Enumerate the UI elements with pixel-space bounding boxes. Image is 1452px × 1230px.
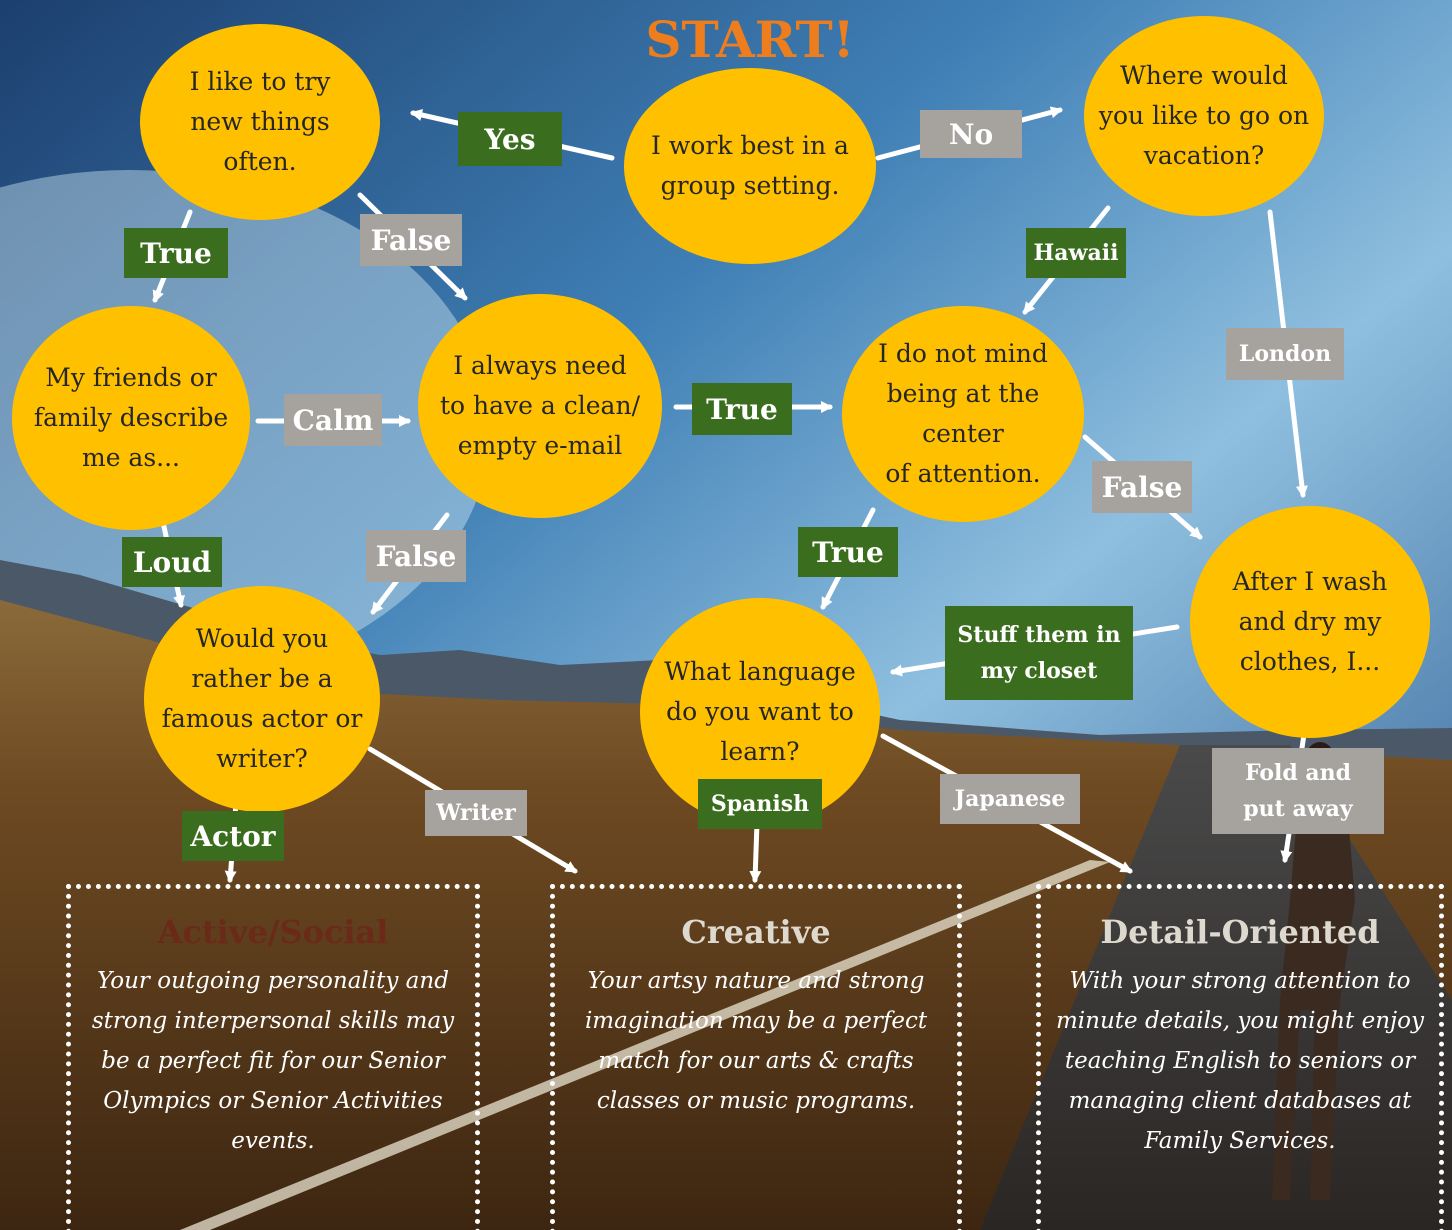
label-fold-put-away: Fold and put away	[1212, 748, 1384, 834]
label-writer: Writer	[425, 790, 527, 836]
node-start-group-setting: I work best in a group setting.	[624, 68, 876, 264]
label-spanish: Spanish	[698, 779, 822, 829]
label-false-2: False	[1092, 461, 1192, 513]
label-calm: Calm	[284, 394, 382, 446]
label-london: London	[1226, 328, 1344, 380]
result-creative-text: Your artsy nature and strong imagination…	[584, 968, 928, 1114]
result-detail-oriented-text: With your strong attention to minute det…	[1056, 968, 1424, 1154]
label-true-3: True	[798, 527, 898, 577]
label-stuff-closet: Stuff them in my closet	[945, 606, 1133, 700]
label-japanese: Japanese	[940, 774, 1080, 824]
node-actor-or-writer: Would you rather be a famous actor or wr…	[144, 586, 380, 812]
label-false-1: False	[360, 214, 462, 266]
label-actor: Actor	[182, 811, 284, 861]
label-hawaii: Hawaii	[1026, 228, 1126, 278]
node-clean-email: I always need to have a clean/ empty e-m…	[418, 294, 662, 518]
arrow-spanish	[749, 820, 762, 883]
result-creative-title: Creative	[681, 913, 831, 951]
label-false-3: False	[366, 530, 466, 582]
start-title: START!	[645, 10, 855, 69]
result-active-social-title: Active/Social	[157, 913, 389, 951]
node-vacation: Where would you like to go on vacation?	[1084, 16, 1324, 216]
result-detail-oriented: Detail-Oriented With your strong attenti…	[1036, 884, 1444, 1230]
label-true-1: True	[124, 228, 228, 278]
node-wash-clothes: After I wash and dry my clothes, I...	[1190, 506, 1430, 738]
node-try-new-things: I like to try new things often.	[140, 24, 380, 220]
node-friends-describe: My friends or family describe me as...	[12, 306, 250, 530]
result-active-social-text: Your outgoing personality and strong int…	[91, 968, 455, 1154]
label-true-2: True	[692, 383, 792, 435]
label-yes: Yes	[458, 112, 562, 166]
label-no: No	[920, 110, 1022, 158]
label-loud: Loud	[122, 537, 222, 587]
road-line	[180, 860, 1110, 1230]
node-center-attention: I do not mind being at the center of att…	[842, 306, 1084, 522]
result-detail-oriented-title: Detail-Oriented	[1100, 913, 1380, 951]
result-active-social: Active/Social Your outgoing personality …	[66, 884, 480, 1230]
result-creative: Creative Your artsy nature and strong im…	[550, 884, 962, 1230]
